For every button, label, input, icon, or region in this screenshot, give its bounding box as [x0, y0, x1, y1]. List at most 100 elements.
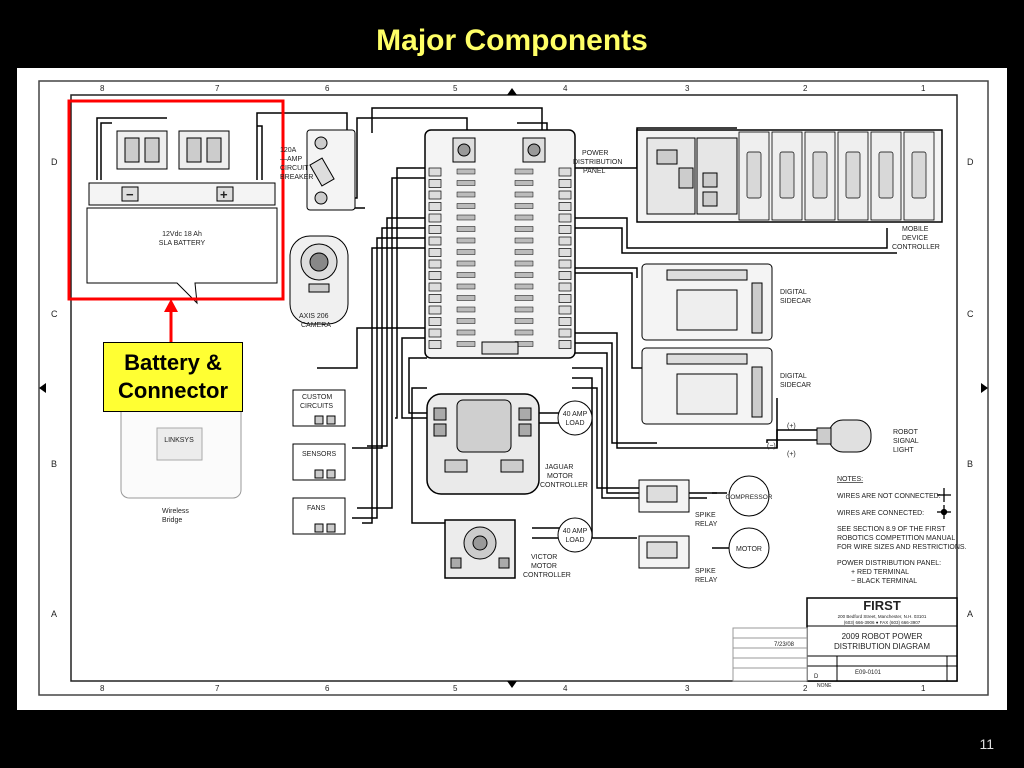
drawing-number: E09-0101 — [855, 670, 882, 676]
camera-label: AXIS 206 — [299, 313, 329, 320]
notes-line: WIRES ARE NOT CONNECTED: — [837, 493, 941, 500]
pdp-terminal — [558, 236, 572, 246]
pdp-fuse — [456, 295, 476, 301]
robot-signal-light: (+) (−) (+) ROBOT SIGNAL LIGHT — [767, 419, 919, 458]
signal-label: SIGNAL — [893, 438, 919, 445]
pdp-fuse — [456, 249, 476, 255]
pdp-label: DISTRIBUTION — [573, 159, 622, 166]
jaguar-label: MOTOR — [547, 473, 573, 480]
drawing-size: D — [814, 674, 819, 680]
mdc-connector — [812, 151, 828, 199]
spike-relay-2: SPIKE RELAY — [638, 535, 718, 584]
pdp-label: POWER — [582, 150, 608, 157]
pdp-terminal — [428, 305, 442, 315]
grid-letter: D — [967, 157, 974, 167]
custom-circuits: CUSTOM CIRCUITS — [292, 389, 346, 427]
grid-letter: A — [967, 609, 973, 619]
jaguar-label: JAGUAR — [545, 464, 573, 471]
callout-line2: Connector — [118, 378, 228, 403]
plus-sign-icon: + — [220, 187, 228, 202]
mdc-label: DEVICE — [902, 235, 928, 242]
sidecar-label: DIGITAL — [780, 289, 807, 296]
notes-line: − BLACK TERMINAL — [851, 578, 917, 585]
pdp-fuse — [456, 272, 476, 278]
pdp-terminal — [428, 248, 442, 257]
mdc-label: CONTROLLER — [892, 244, 940, 251]
pdp-fuse — [514, 203, 534, 209]
victor-label: MOTOR — [531, 563, 557, 570]
grid-number: 1 — [921, 84, 926, 93]
spike-label: RELAY — [695, 521, 718, 528]
pdp-fuse — [514, 226, 534, 232]
signal-minus: (−) — [767, 443, 776, 450]
pdp-terminal — [558, 213, 572, 223]
pdp-terminal — [428, 317, 442, 326]
drawing-title: DISTRIBUTION DIAGRAM — [834, 642, 930, 651]
signal-plus: (+) — [787, 423, 796, 430]
bridge-label: Bridge — [162, 517, 182, 524]
grid-letter: C — [967, 309, 974, 319]
grid-letter: C — [51, 309, 58, 319]
mdc-connector — [746, 151, 762, 199]
sidecar-label: SIDECAR — [780, 382, 811, 389]
arrow-up-icon — [981, 383, 988, 393]
breaker-label: CIRCUIT — [280, 165, 309, 172]
arrow-up-icon — [507, 681, 517, 688]
battery-body — [86, 207, 278, 305]
mdc-connector — [845, 151, 861, 199]
battery-assembly: − + 12Vdc 18 Ah SLA BATTERY — [86, 130, 278, 305]
sidecar-label: DIGITAL — [780, 373, 807, 380]
pdp-terminal — [558, 202, 572, 211]
grid-number: 5 — [453, 684, 458, 693]
circuit-breaker: 120A —AMP CIRCUIT BREAKER — [280, 129, 356, 211]
notes-line: SEE SECTION 8.9 OF THE FIRST — [837, 526, 946, 533]
load-2: 40 AMP LOAD — [557, 517, 593, 553]
title-block-address: (603) 666-3906 ● FAX (603) 666-3907 — [844, 620, 921, 625]
grid-number: 6 — [325, 684, 330, 693]
pdp-fuse — [514, 260, 534, 267]
pdp-label: PANEL — [583, 168, 606, 175]
title-block: FIRST 200 Bedford Street, Manchester, N.… — [732, 597, 958, 689]
arrow-up-icon — [164, 299, 178, 312]
axis-camera: AXIS 206 CAMERA — [289, 235, 349, 329]
pdp-terminal — [558, 225, 572, 234]
motor-label: MOTOR — [736, 546, 762, 553]
digital-sidecar-1: DIGITAL SIDECAR — [641, 263, 811, 341]
mobile-device-controller: MOBILE DEVICE CONTROLLER — [636, 129, 943, 251]
pdp-terminal — [558, 271, 572, 280]
load-label: 40 AMP — [563, 411, 588, 418]
grid-number: 8 — [100, 84, 105, 93]
notes-line: WIRES ARE CONNECTED: — [837, 510, 924, 517]
victor-label: VICTOR — [531, 554, 557, 561]
drawing-scale: NONE — [817, 683, 832, 689]
pdp-terminal — [428, 190, 442, 200]
battery-connector-callout: Battery & Connector — [103, 342, 243, 412]
grid-number: 7 — [215, 84, 220, 93]
breaker-label: —AMP — [280, 156, 303, 163]
spike-label: RELAY — [695, 577, 718, 584]
pdp-fuse — [456, 283, 476, 290]
pdp-terminal — [428, 179, 442, 188]
pdp-fuse — [514, 295, 534, 301]
pdp-terminal — [428, 294, 442, 303]
connected-symbol — [937, 505, 951, 519]
notes-line: + RED TERMINAL — [851, 569, 909, 576]
grid-number: 4 — [563, 84, 568, 93]
wireless-bridge: LINKSYS Wireless Bridge — [120, 397, 242, 524]
arrow-up-icon — [507, 88, 517, 95]
pdp-terminal — [558, 340, 572, 349]
breaker-label: BREAKER — [280, 174, 313, 181]
grid-number: 4 — [563, 684, 568, 693]
jaguar-label: CONTROLLER — [540, 482, 588, 489]
compressor: COMPRESSOR — [726, 475, 773, 517]
pdp-fuse — [456, 180, 476, 186]
grid-number: 7 — [215, 684, 220, 693]
pdp-fuse — [514, 318, 534, 324]
pdp-fuse — [514, 214, 534, 221]
grid-number: 3 — [685, 84, 690, 93]
custom-label: CIRCUITS — [300, 403, 333, 410]
pdp-terminal — [428, 213, 442, 223]
load-label: 40 AMP — [563, 528, 588, 535]
pdp-fuse — [514, 306, 534, 313]
battery-top — [88, 182, 276, 206]
